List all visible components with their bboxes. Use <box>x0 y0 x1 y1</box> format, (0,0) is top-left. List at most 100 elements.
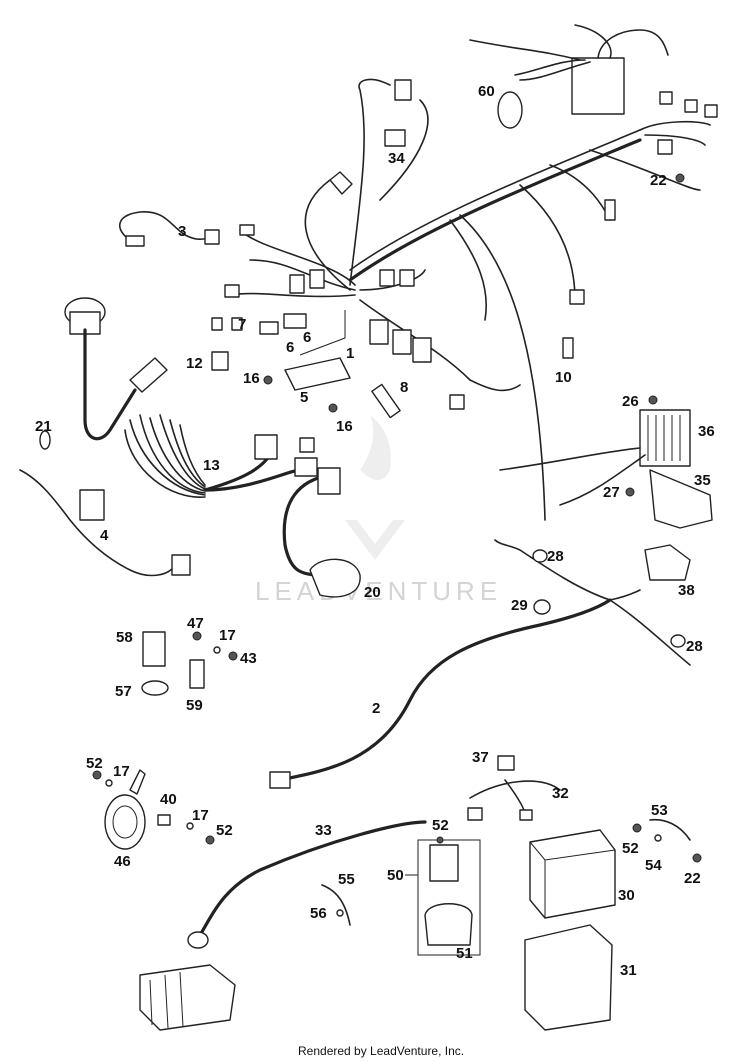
plug-6a[interactable] <box>259 321 279 335</box>
washer-17-a[interactable] <box>213 646 221 654</box>
callout-33[interactable]: 33 <box>315 822 332 839</box>
callout-17a[interactable]: 17 <box>219 627 236 644</box>
callout-58[interactable]: 58 <box>116 629 133 646</box>
bracket-35[interactable] <box>649 469 713 529</box>
nut-26[interactable] <box>648 395 658 405</box>
sensor-cable-3[interactable] <box>119 211 220 247</box>
handlebar-switch-20[interactable] <box>282 467 361 598</box>
callout-52d[interactable]: 52 <box>622 840 639 857</box>
regulator-cable[interactable] <box>499 447 641 471</box>
callout-52c[interactable]: 52 <box>432 817 449 834</box>
callout-34[interactable]: 34 <box>388 150 405 167</box>
callout-60[interactable]: 60 <box>478 83 495 100</box>
washer-54[interactable] <box>654 834 662 842</box>
callout-57[interactable]: 57 <box>115 683 132 700</box>
terminal-7a[interactable] <box>211 317 223 331</box>
callout-46[interactable]: 46 <box>114 853 131 870</box>
callout-36[interactable]: 36 <box>698 423 715 440</box>
callout-29[interactable]: 29 <box>511 597 528 614</box>
nut-43[interactable] <box>228 651 238 661</box>
main-wiring-harness[interactable] <box>224 78 701 521</box>
battery-30[interactable] <box>529 829 616 919</box>
starter-cable-33[interactable] <box>187 820 427 949</box>
callout-26[interactable]: 26 <box>622 393 639 410</box>
callout-4[interactable]: 4 <box>100 527 109 544</box>
callout-40[interactable]: 40 <box>160 791 177 808</box>
callout-8[interactable]: 8 <box>400 379 408 396</box>
callout-28b[interactable]: 28 <box>686 638 703 655</box>
nut-52-d[interactable] <box>436 836 444 844</box>
callout-35[interactable]: 35 <box>694 472 711 489</box>
cable-53[interactable] <box>649 818 691 841</box>
callout-20[interactable]: 20 <box>364 584 381 601</box>
rear-wiring-harness-2[interactable] <box>269 539 691 789</box>
callout-1[interactable]: 1 <box>346 345 354 362</box>
callout-17c[interactable]: 17 <box>192 807 209 824</box>
callout-22b[interactable]: 22 <box>684 870 701 887</box>
callout-51[interactable]: 51 <box>456 945 473 962</box>
callout-52b[interactable]: 52 <box>216 822 233 839</box>
callout-38[interactable]: 38 <box>678 582 695 599</box>
callout-16a[interactable]: 16 <box>243 370 260 387</box>
switch-10[interactable] <box>562 337 574 359</box>
screw-22-a[interactable] <box>692 853 702 863</box>
capacitor-58[interactable] <box>142 631 166 667</box>
callout-30[interactable]: 30 <box>618 887 635 904</box>
nut-52-b[interactable] <box>205 835 215 845</box>
callout-28a[interactable]: 28 <box>547 548 564 565</box>
screw-27[interactable] <box>625 487 635 497</box>
callout-12[interactable]: 12 <box>186 355 203 372</box>
grommet-28b[interactable] <box>670 634 686 648</box>
starter-relay-cable-32[interactable] <box>467 755 561 821</box>
connector-34[interactable] <box>384 129 406 147</box>
ignition-switch[interactable] <box>64 297 168 441</box>
nut-52-a[interactable] <box>92 770 102 780</box>
battery-box-31[interactable] <box>524 924 613 1031</box>
callout-6a[interactable]: 6 <box>286 339 294 356</box>
callout-5[interactable]: 5 <box>300 389 308 406</box>
callout-32[interactable]: 32 <box>552 785 569 802</box>
callout-27[interactable]: 27 <box>603 484 620 501</box>
callout-43[interactable]: 43 <box>240 650 257 667</box>
handlebar-harness-13[interactable] <box>124 414 318 498</box>
callout-31[interactable]: 31 <box>620 962 637 979</box>
callout-54[interactable]: 54 <box>645 857 662 874</box>
callout-50[interactable]: 50 <box>387 867 404 884</box>
ground-cable-55[interactable] <box>321 884 351 926</box>
screw-47[interactable] <box>192 631 202 641</box>
callout-47[interactable]: 47 <box>187 615 204 632</box>
bulb-21[interactable] <box>39 430 51 450</box>
holder-57[interactable] <box>141 680 169 696</box>
callout-17b[interactable]: 17 <box>113 763 130 780</box>
plug-6b[interactable] <box>283 313 307 329</box>
starter-relay-50[interactable] <box>429 844 459 882</box>
rubber-holder-51[interactable] <box>424 903 473 946</box>
callout-2[interactable]: 2 <box>372 700 380 717</box>
grommet-28a[interactable] <box>532 549 548 563</box>
washer-17-b[interactable] <box>105 779 113 787</box>
fuse-bracket-5[interactable] <box>284 357 351 391</box>
callout-13[interactable]: 13 <box>203 457 220 474</box>
relay-12[interactable] <box>211 351 229 371</box>
callout-3[interactable]: 3 <box>178 223 186 240</box>
callout-52a[interactable]: 52 <box>86 755 103 772</box>
cable-tie-60[interactable] <box>497 91 523 129</box>
screw-16-a[interactable] <box>263 375 273 385</box>
cdi-unit[interactable] <box>469 24 718 155</box>
starter-motor[interactable] <box>139 964 236 1031</box>
grommet-29[interactable] <box>533 599 551 615</box>
callout-53[interactable]: 53 <box>651 802 668 819</box>
callout-6b[interactable]: 6 <box>303 329 311 346</box>
callout-16b[interactable]: 16 <box>336 418 353 435</box>
callout-22a[interactable]: 22 <box>650 172 667 189</box>
horn-cable-4[interactable] <box>19 469 191 577</box>
callout-56[interactable]: 56 <box>310 905 327 922</box>
callout-59[interactable]: 59 <box>186 697 203 714</box>
spacer-40[interactable] <box>157 814 171 826</box>
washer-17-c[interactable] <box>186 822 194 830</box>
callout-21[interactable]: 21 <box>35 418 52 435</box>
callout-37[interactable]: 37 <box>472 749 489 766</box>
callout-55[interactable]: 55 <box>338 871 355 888</box>
cover-38[interactable] <box>644 544 691 581</box>
washer-56[interactable] <box>336 909 344 917</box>
